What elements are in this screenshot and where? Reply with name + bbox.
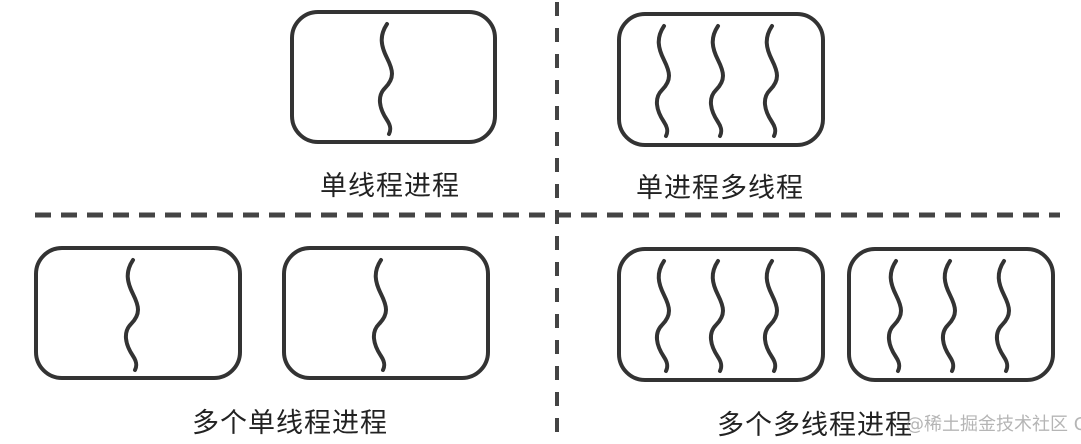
process-box-multi-thread-2 <box>847 247 1055 382</box>
process-box-single-thread-1 <box>34 246 242 380</box>
label-multi-single-thread-processes: 多个单线程进程 <box>192 408 388 439</box>
label-single-thread-process: 单线程进程 <box>320 171 460 202</box>
process-box-multi-thread-1 <box>617 247 825 382</box>
label-multi-multi-thread-processes: 多个多线程进程 <box>717 410 913 441</box>
watermark: @稀土掘金技术社区 CSDN @山丹 <box>906 414 1081 435</box>
process-box-single-thread <box>290 10 497 144</box>
process-box-multi-thread <box>617 12 825 147</box>
process-box-single-thread-2 <box>282 246 490 380</box>
label-single-process-multi-thread: 单进程多线程 <box>636 173 804 204</box>
